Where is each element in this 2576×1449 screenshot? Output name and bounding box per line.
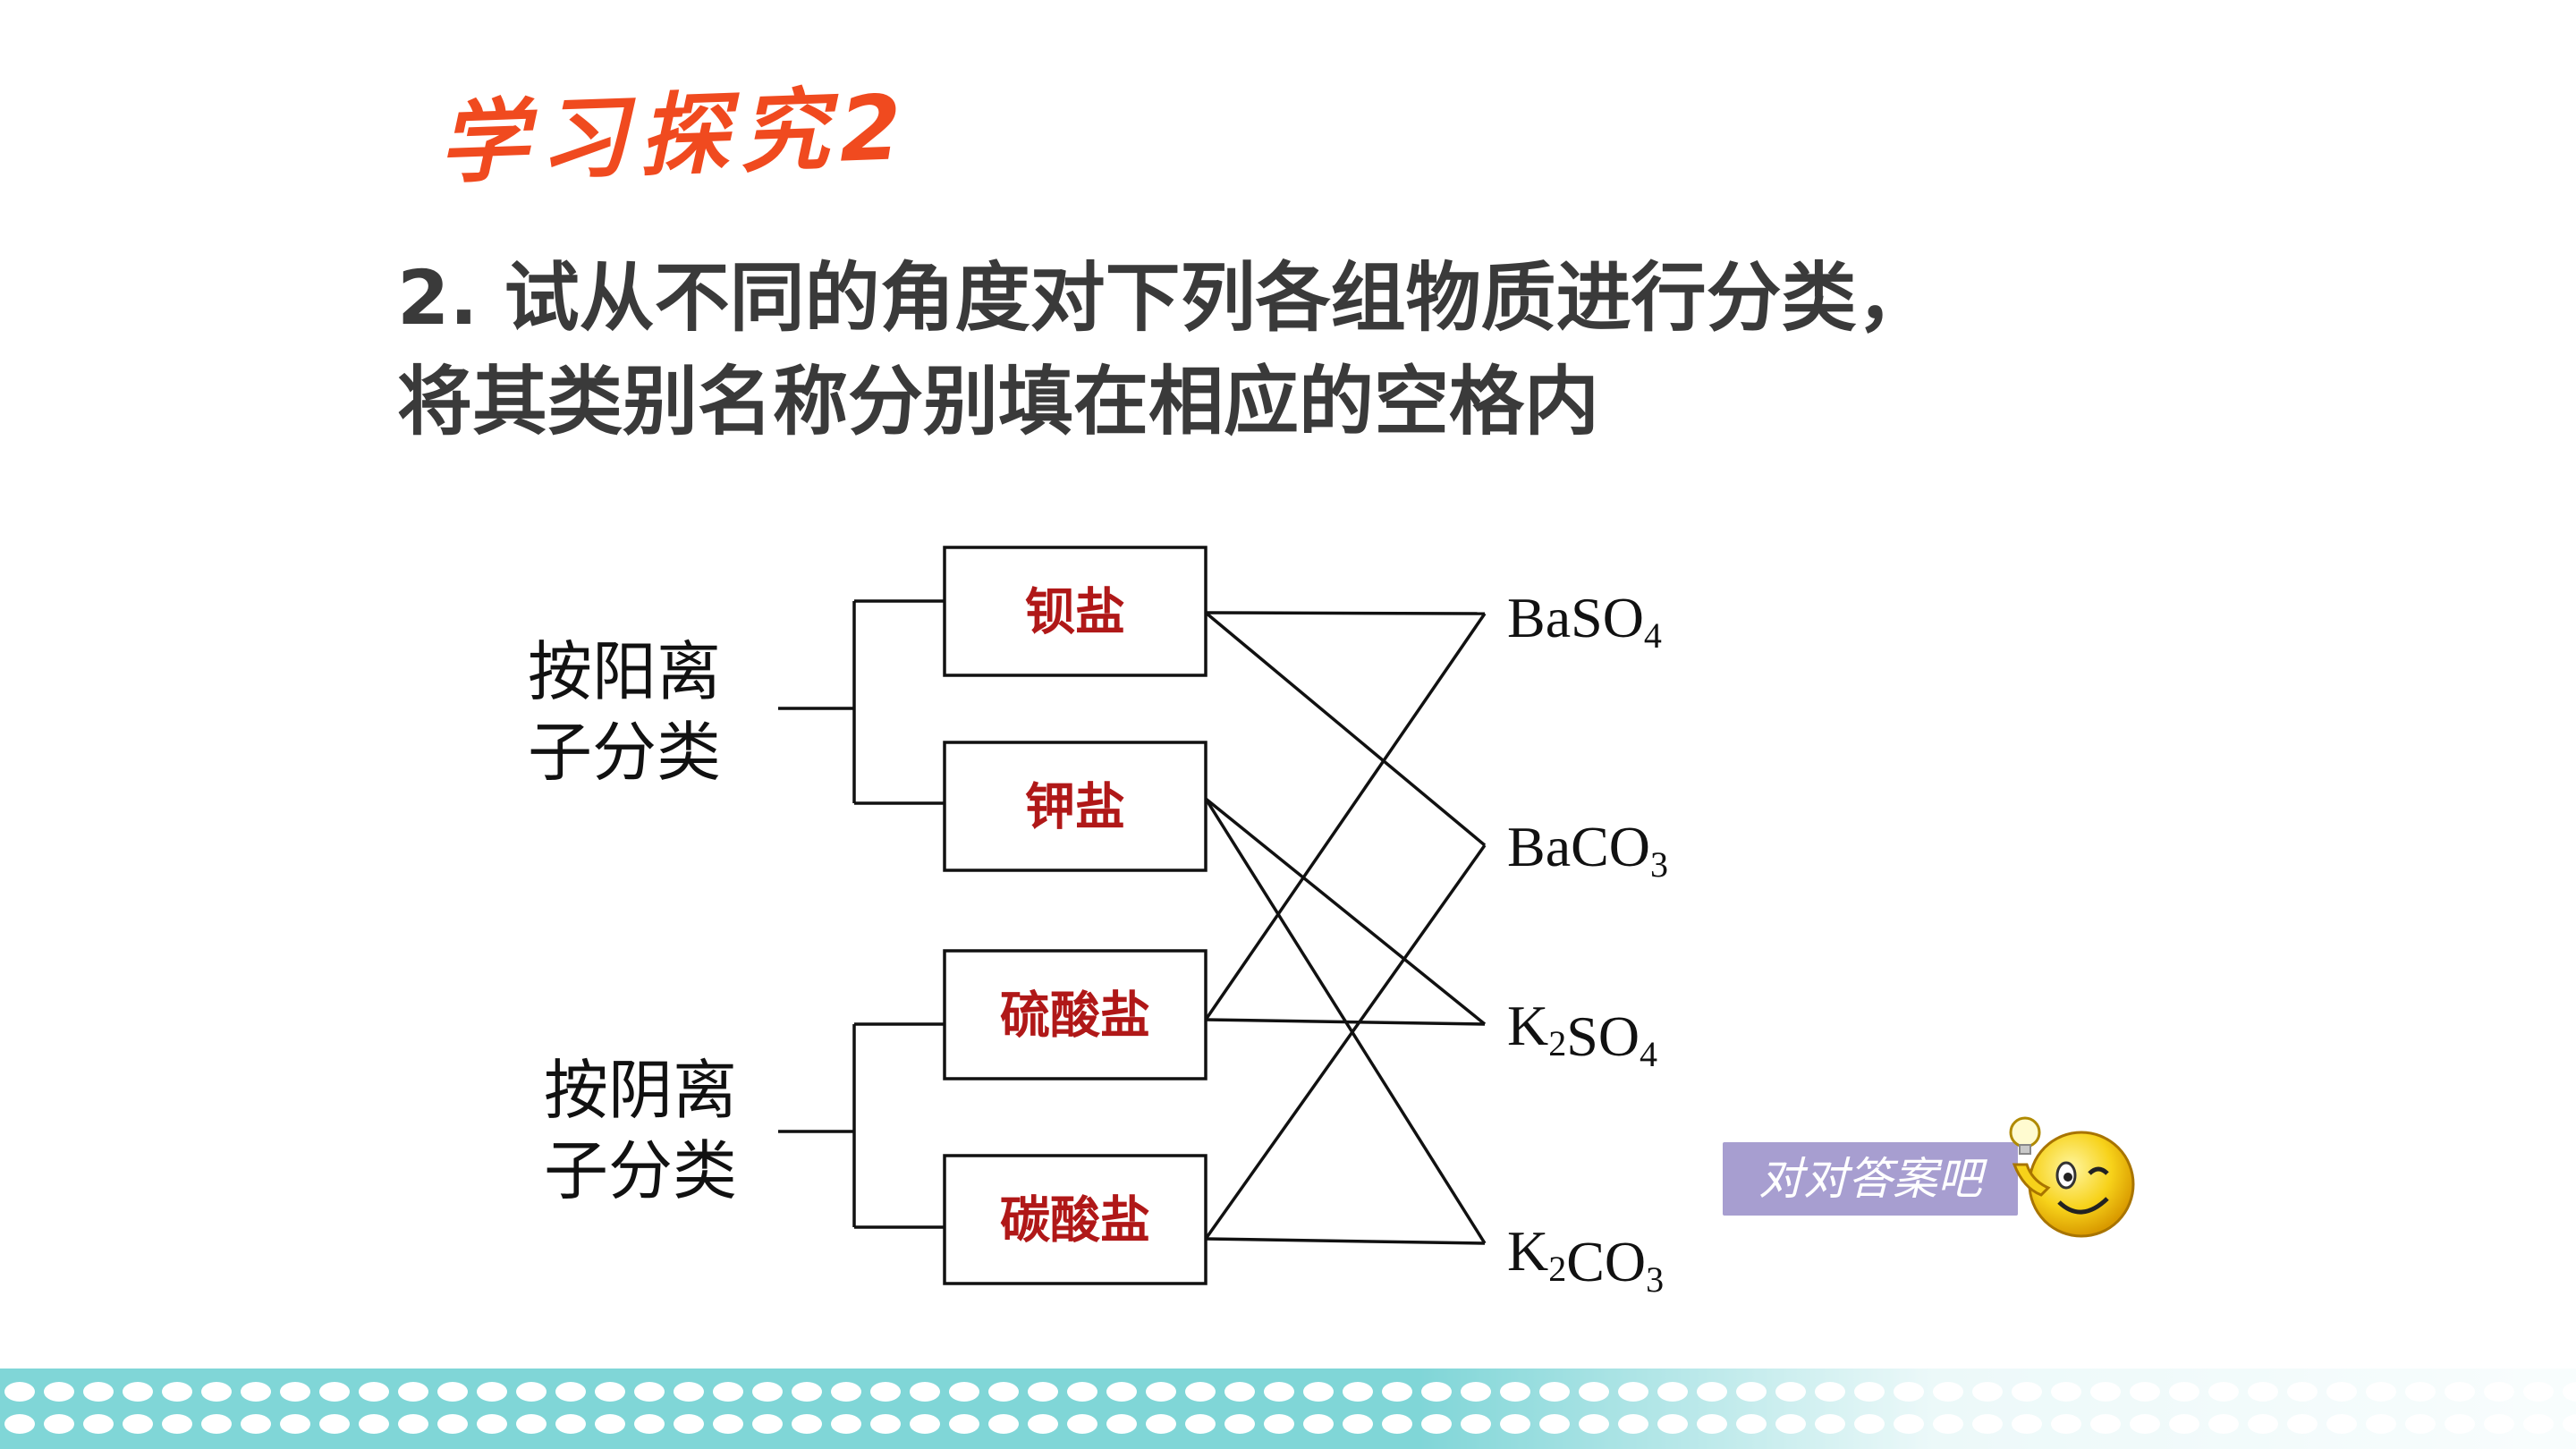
connection-line xyxy=(1204,843,1487,1241)
check-answer-button[interactable]: 对对答案吧 xyxy=(1723,1142,2018,1216)
group-label-anion-1: 按阴离 xyxy=(544,1053,737,1128)
connection-line xyxy=(1204,611,1487,847)
connection-line xyxy=(1204,613,1487,1021)
group-label-anion-2: 子分类 xyxy=(544,1133,737,1208)
compound-k2so4: K2SO4 xyxy=(1507,994,1657,1074)
box-sulfate-label: 硫酸盐 xyxy=(1000,987,1150,1046)
bracket-lines xyxy=(778,599,945,1229)
group-label-cation-2: 子分类 xyxy=(528,715,721,790)
connection-line xyxy=(1205,1237,1486,1245)
dotted-border-decoration xyxy=(0,1368,2576,1449)
compound-baco3: BaCO3 xyxy=(1507,815,1668,885)
question-text: 2. 试从不同的角度对下列各组物质进行分类， 将其类别名称分别填在相应的空格内 xyxy=(397,246,1932,453)
box-barium-salt-label: 钡盐 xyxy=(1025,584,1125,642)
connection-lines xyxy=(1204,611,1487,1245)
connection-line xyxy=(1205,1018,1486,1026)
box-carbonate xyxy=(943,1154,1208,1285)
connection-line xyxy=(1205,611,1486,615)
box-potassium-salt-label: 钾盐 xyxy=(1025,779,1125,837)
box-carbonate-label: 碳酸盐 xyxy=(1000,1192,1150,1250)
question-line-1: 2. 试从不同的角度对下列各组物质进行分类， xyxy=(397,254,1932,342)
compound-k2co3: K2CO3 xyxy=(1507,1219,1664,1300)
compound-baso4: BaSO4 xyxy=(1507,586,1662,656)
question-line-2: 将其类别名称分别填在相应的空格内 xyxy=(397,358,1600,445)
box-sulfate xyxy=(943,949,1208,1080)
box-barium-salt xyxy=(943,546,1208,677)
connection-line xyxy=(1204,797,1487,1026)
box-potassium-salt xyxy=(943,741,1208,872)
smiley-lightbulb-icon[interactable] xyxy=(1996,1102,2140,1245)
group-label-cation-1: 按阳离 xyxy=(528,634,721,709)
